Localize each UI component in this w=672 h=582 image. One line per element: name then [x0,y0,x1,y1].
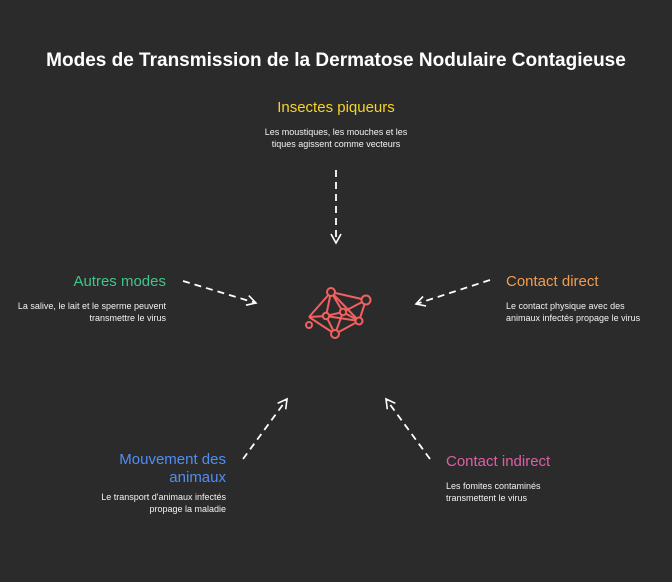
desc-contact-direct: Le contact physique avec des animaux inf… [506,301,641,323]
desc-insectes: Les moustiques, les mouches et les tique… [264,127,408,149]
page-title: Modes de Transmission de la Dermatose No… [46,50,626,71]
arrow-mouvement [242,397,288,460]
arrow-contact-direct [414,279,491,307]
arrow-autres [182,280,258,306]
label-contact-direct: Contact direct [506,273,599,290]
desc-contact-indirect: Les fomites contaminés transmettent le v… [446,481,541,503]
label-insectes: Insectes piqueurs [277,99,395,116]
label-autres: Autres modes [73,273,166,290]
label-contact-indirect: Contact indirect [446,453,551,470]
virus-network-icon [305,287,372,339]
arrow-contact-indirect [385,397,431,460]
label-mouvement: Mouvement des animaux [119,451,226,486]
desc-autres: La salive, le lait et le sperme peuvent … [17,301,166,323]
desc-mouvement: Le transport d'animaux infectés propage … [101,492,226,514]
